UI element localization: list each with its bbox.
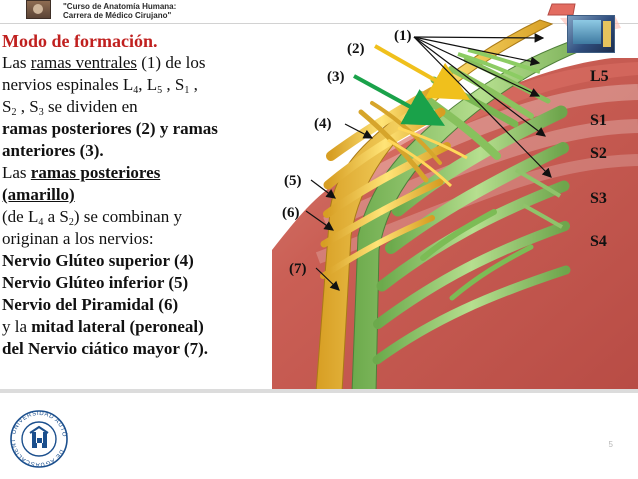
- fine-branch-overlays: [387, 48, 563, 229]
- text-line-13-pre: y la: [2, 317, 32, 336]
- text-line-9: originan a los nervios:: [2, 229, 154, 248]
- text-line-3-tail: se dividen en: [43, 97, 138, 116]
- text-line-2-mid-2: , S: [162, 75, 185, 94]
- text-line-2-tail: ,: [189, 75, 198, 94]
- text-line-2-sub-2: 5: [157, 85, 163, 96]
- text-line-8-pre: (de L: [2, 207, 39, 226]
- text-line-8-sub-1: 4: [38, 217, 44, 228]
- marker-6: (6): [282, 205, 300, 221]
- marker-7: (7): [289, 261, 307, 277]
- text-line-8-mid: a S: [43, 207, 69, 226]
- page-number: 5: [608, 440, 613, 449]
- university-seal-icon: UNIVERSIDAD AUTÓNOMA DE AGUASCALIENTES: [0, 399, 75, 475]
- slide-bottom-rule: [0, 389, 638, 393]
- text-line-2-sub-3: 1: [184, 85, 190, 96]
- text-line-6-pre: Las: [2, 163, 31, 182]
- sacral-plexus-svg: [272, 3, 638, 390]
- marker-5: (5): [284, 173, 302, 189]
- text-line-3-sub-2: 3: [38, 107, 44, 118]
- header-divider: [0, 23, 638, 24]
- text-line-3-mid: , S: [16, 97, 39, 116]
- text-line-3-sub-1: 2: [11, 107, 17, 118]
- text-line-8-sub-2: 2: [68, 217, 74, 228]
- text-line-8: (de L4 a S2) se combinan y: [2, 206, 320, 228]
- book-thumbnail-icon: [26, 0, 51, 19]
- marker-3: (3): [327, 69, 345, 85]
- muscle-highlight-band: [360, 62, 638, 184]
- course-header-line-2: Carrera de Médico Cirujano": [63, 11, 172, 20]
- text-line-8-tail: ) se combinan y: [73, 207, 182, 226]
- text-line-4: ramas posteriores (2) y ramas: [2, 119, 218, 138]
- annotation-arrows: [305, 33, 552, 291]
- text-line-13-bold: mitad lateral (peroneal): [31, 317, 204, 336]
- ramas-ventrales-link: ramas ventrales: [30, 53, 137, 72]
- slide-footer: [0, 393, 638, 479]
- marker-4: (4): [314, 116, 332, 132]
- slide-header-bar: [0, 0, 638, 24]
- cover-thumbnail-icon: [567, 15, 615, 53]
- text-line-2-pre: nervios espinales L: [2, 75, 134, 94]
- text-line-2-mid-1: , L: [138, 75, 158, 94]
- muscle-fiber-band-1: [336, 84, 638, 201]
- spine-label-l5: L5: [590, 68, 609, 85]
- text-line-5: anteriores (3).: [2, 141, 104, 160]
- arrow-anterior-branch: [353, 74, 446, 126]
- text-line-10: Nervio Glúteo superior (4): [2, 251, 194, 270]
- text-line-1-tail: (1) de los: [141, 53, 206, 72]
- text-line-12: Nervio del Piramidal (6): [2, 295, 179, 314]
- university-seal-svg: UNIVERSIDAD AUTÓNOMA DE AGUASCALIENTES: [0, 399, 73, 473]
- top-vessel-fragment: [547, 3, 576, 16]
- course-header: "Curso de Anatomía Humana: Carrera de Mé…: [63, 2, 303, 20]
- text-line-6: Las ramas posteriores: [2, 162, 320, 184]
- text-line-3-pre: S: [2, 97, 12, 116]
- arrow-posterior-branch: [374, 44, 470, 100]
- spine-label-s4: S4: [590, 233, 607, 250]
- slide-heading: Modo de formación.: [2, 31, 158, 51]
- text-line-3: S2 , S3 se dividen en: [2, 96, 320, 118]
- course-header-line-1: "Curso de Anatomía Humana:: [63, 2, 177, 11]
- explanatory-text-block: Modo de formación. Las ramas ventrales (…: [2, 30, 320, 360]
- sacral-plexus-illustration: [272, 3, 638, 390]
- spine-label-s1: S1: [590, 112, 607, 129]
- text-line-1-pre: Las: [2, 53, 27, 72]
- spine-label-s3: S3: [590, 190, 607, 207]
- ramas-posteriores-link: ramas posteriores: [30, 163, 161, 182]
- text-line-13: y la mitad lateral (peroneal): [2, 316, 320, 338]
- text-line-1: Las ramas ventrales (1) de los: [2, 52, 320, 74]
- text-line-14: del Nervio ciático mayor (7).: [2, 339, 208, 358]
- text-line-11: Nervio Glúteo inferior (5): [2, 273, 189, 292]
- marker-2: (2): [347, 41, 365, 57]
- spine-label-s2: S2: [590, 145, 607, 162]
- marker-1: (1): [394, 28, 412, 44]
- text-line-7: (amarillo): [2, 185, 75, 204]
- text-line-2-sub-1: 4: [133, 85, 139, 96]
- text-line-2: nervios espinales L4, L5 , S1 ,: [2, 74, 320, 96]
